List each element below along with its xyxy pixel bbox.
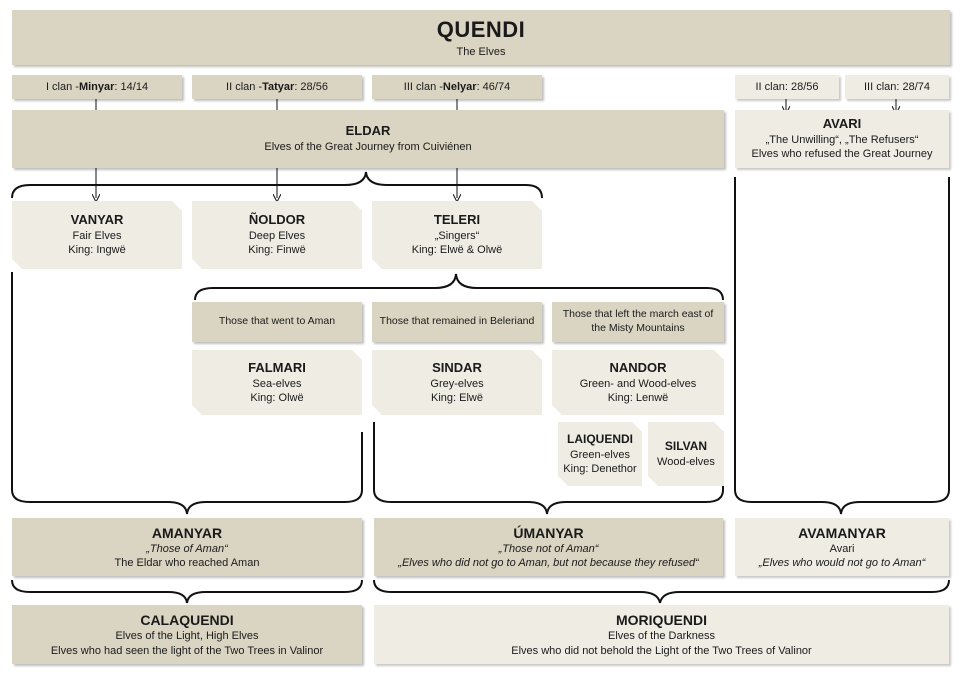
sindar-desc: Grey-elves [430,377,484,390]
brace-avamanyar [734,489,950,515]
calaquendi-title: CALAQUENDI [140,612,234,629]
amanyar-desc: The Eldar who reached Aman [114,557,260,570]
eldar-desc: Elves of the Great Journey from Cuiviéne… [264,141,472,154]
clan-minyar: I clan - Minyar: 14/14 [12,75,182,99]
quendi-title: QUENDI [436,17,526,43]
moriquendi-desc1: Elves of the Darkness [608,630,715,643]
eldar-box: ELDAR Elves of the Great Journey from Cu… [12,110,724,168]
brace-eldar [11,171,543,199]
vanyar-title: VANYAR [70,212,124,228]
calaquendi-desc2: Elves who had seen the light of the Two … [50,644,324,657]
umanyar-box: ÚMANYAR „Those not of Aman“ „Elves who d… [374,518,723,576]
noldor-box: ÑOLDOR Deep Elves King: Finwë [192,201,362,269]
laiquendi-king: King: Denethor [563,462,637,475]
avamanyar-box: AVAMANYAR Avari „Elves who would not go … [735,518,949,576]
brace-teleri [194,273,724,301]
avari-box: AVARI „The Unwilling“, „The Refusers“ El… [735,110,949,168]
note-text: Those that left the march east of the Mi… [562,308,714,334]
brace-moriquendi [373,579,950,604]
clan-tatyar: II clan - Tatyar: 28/56 [192,75,362,99]
silvan-desc: Wood-elves [657,455,715,468]
clan-prefix: III clan - [403,80,443,93]
silvan-title: SILVAN [664,439,708,454]
calaquendi-box: CALAQUENDI Elves of the Light, High Elve… [12,605,362,664]
brace-amanyar [11,489,363,515]
teleri-title: TELERI [433,212,481,228]
quendi-header: QUENDI The Elves [12,10,950,65]
amanyar-box: AMANYAR „Those of Aman“ The Eldar who re… [12,518,362,576]
moriquendi-box: MORIQUENDI Elves of the Darkness Elves w… [374,605,949,664]
noldor-desc: Deep Elves [248,230,306,243]
note-text: Those that remained in Beleriand [379,315,535,328]
note-remained-beleriand: Those that remained in Beleriand [372,302,542,342]
note-left-march: Those that left the march east of the Mi… [552,302,724,342]
laiquendi-desc: Green-elves [570,448,630,461]
brace-calaquendi [11,579,363,604]
clan-prefix: II clan - [226,80,263,93]
avari-clan-3: III clan: 28/74 [845,75,949,99]
clan-prefix: I clan - [45,80,79,93]
umanyar-title: ÚMANYAR [513,524,584,541]
quendi-subtitle: The Elves [456,45,506,58]
note-went-to-aman: Those that went to Aman [192,302,362,342]
avari-clan-label: III clan: 28/74 [863,80,931,93]
vanyar-king: King: Ingwë [68,244,126,257]
teleri-box: TELERI „Singers“ King: Elwë & Olwë [372,201,542,269]
clan-nelyar: III clan - Nelyar: 46/74 [372,75,542,99]
nandor-title: NANDOR [609,359,667,375]
falmari-desc: Sea-elves [252,377,302,390]
clan-name: Tatyar [262,80,295,93]
clan-count: : 28/56 [294,80,328,93]
falmari-title: FALMARI [248,359,306,375]
avamanyar-desc: „Elves who would not go to Aman“ [758,557,926,570]
amanyar-title: AMANYAR [151,524,223,541]
calaquendi-desc1: Elves of the Light, High Elves [115,630,259,643]
umanyar-desc: „Elves who did not go to Aman, but not b… [398,557,699,570]
avari-clan-label: II clan: 28/56 [755,80,819,93]
moriquendi-desc2: Elves who did not behold the Light of th… [511,644,812,657]
falmari-king: King: Olwë [250,391,304,404]
brace-umanyar [373,489,724,515]
moriquendi-title: MORIQUENDI [616,612,707,629]
vanyar-desc: Fair Elves [72,230,122,243]
avari-names: „The Unwilling“, „The Refusers“ [765,134,919,147]
clan-name: Nelyar [442,80,477,93]
amanyar-meaning: „Those of Aman“ [146,542,228,555]
avamanyar-title: AVAMANYAR [798,524,886,541]
noldor-title: ÑOLDOR [248,212,306,228]
eldar-title: ELDAR [345,123,391,139]
teleri-desc: „Singers“ [434,230,480,243]
note-text: Those that went to Aman [218,315,336,328]
sindar-king: King: Elwë [431,391,483,404]
avari-clan-2: II clan: 28/56 [735,75,839,99]
umanyar-meaning: „Those not of Aman“ [498,542,599,555]
vanyar-box: VANYAR Fair Elves King: Ingwë [12,201,182,269]
nandor-desc: Green- and Wood-elves [579,377,697,390]
clan-count: : 46/74 [476,80,511,93]
falmari-box: FALMARI Sea-elves King: Olwë [192,350,362,415]
sindar-title: SINDAR [432,359,482,375]
avari-title: AVARI [822,116,862,132]
noldor-king: King: Finwë [248,244,306,257]
clan-name: Minyar [78,80,115,93]
nandor-king: King: Lenwë [607,391,669,404]
nandor-box: NANDOR Green- and Wood-elves King: Lenwë [552,350,724,415]
silvan-box: SILVAN Wood-elves [648,422,724,486]
avamanyar-alias: Avari [829,542,855,555]
sindar-box: SINDAR Grey-elves King: Elwë [372,350,542,415]
avari-desc: Elves who refused the Great Journey [751,148,933,161]
laiquendi-title: LAIQUENDI [567,431,633,446]
clan-count: : 14/14 [114,80,149,93]
laiquendi-box: LAIQUENDI Green-elves King: Denethor [558,422,642,486]
teleri-king: King: Elwë & Olwë [411,244,503,257]
